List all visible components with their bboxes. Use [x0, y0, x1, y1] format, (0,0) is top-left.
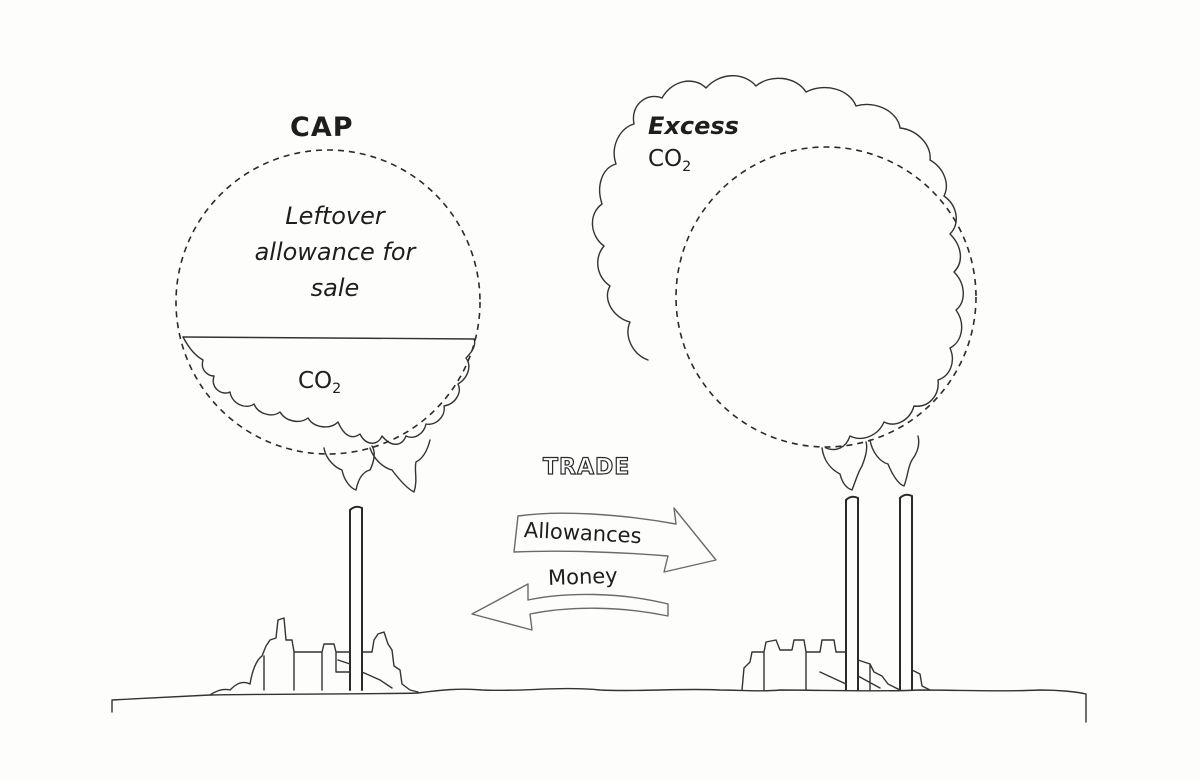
cap-title: CAP: [290, 112, 354, 143]
right-chimney-1: [845, 495, 859, 691]
right-co2-label: CO2: [648, 146, 691, 175]
left-co2-subscript: 2: [332, 380, 342, 397]
right-excess-cloud: [591, 75, 964, 451]
allowances-arrow: [513, 507, 717, 573]
excess-circle: [675, 146, 977, 448]
money-label: Money: [547, 563, 619, 590]
trade-title: TRADE: [542, 454, 631, 480]
left-chimney: [349, 505, 363, 691]
right-chimney-puffs: [821, 435, 920, 491]
left-co2-cloud: [182, 336, 476, 445]
leftover-allowance-label: Leftover allowance for sale: [254, 202, 416, 302]
right-chimney-2: [899, 493, 913, 691]
right-factory: [741, 639, 931, 691]
cap-circle: [175, 149, 481, 455]
cap-fill-line: [182, 336, 475, 340]
excess-title: Excess: [648, 112, 739, 140]
left-factory: [209, 617, 419, 696]
ground-line: [111, 687, 1087, 723]
left-co2-label: CO2: [298, 368, 341, 397]
left-co2-text: CO: [298, 368, 333, 394]
right-co2-subscript: 2: [682, 158, 692, 175]
left-chimney-puffs: [323, 439, 431, 493]
money-arrow: [471, 583, 669, 631]
right-co2-text: CO: [648, 146, 683, 172]
